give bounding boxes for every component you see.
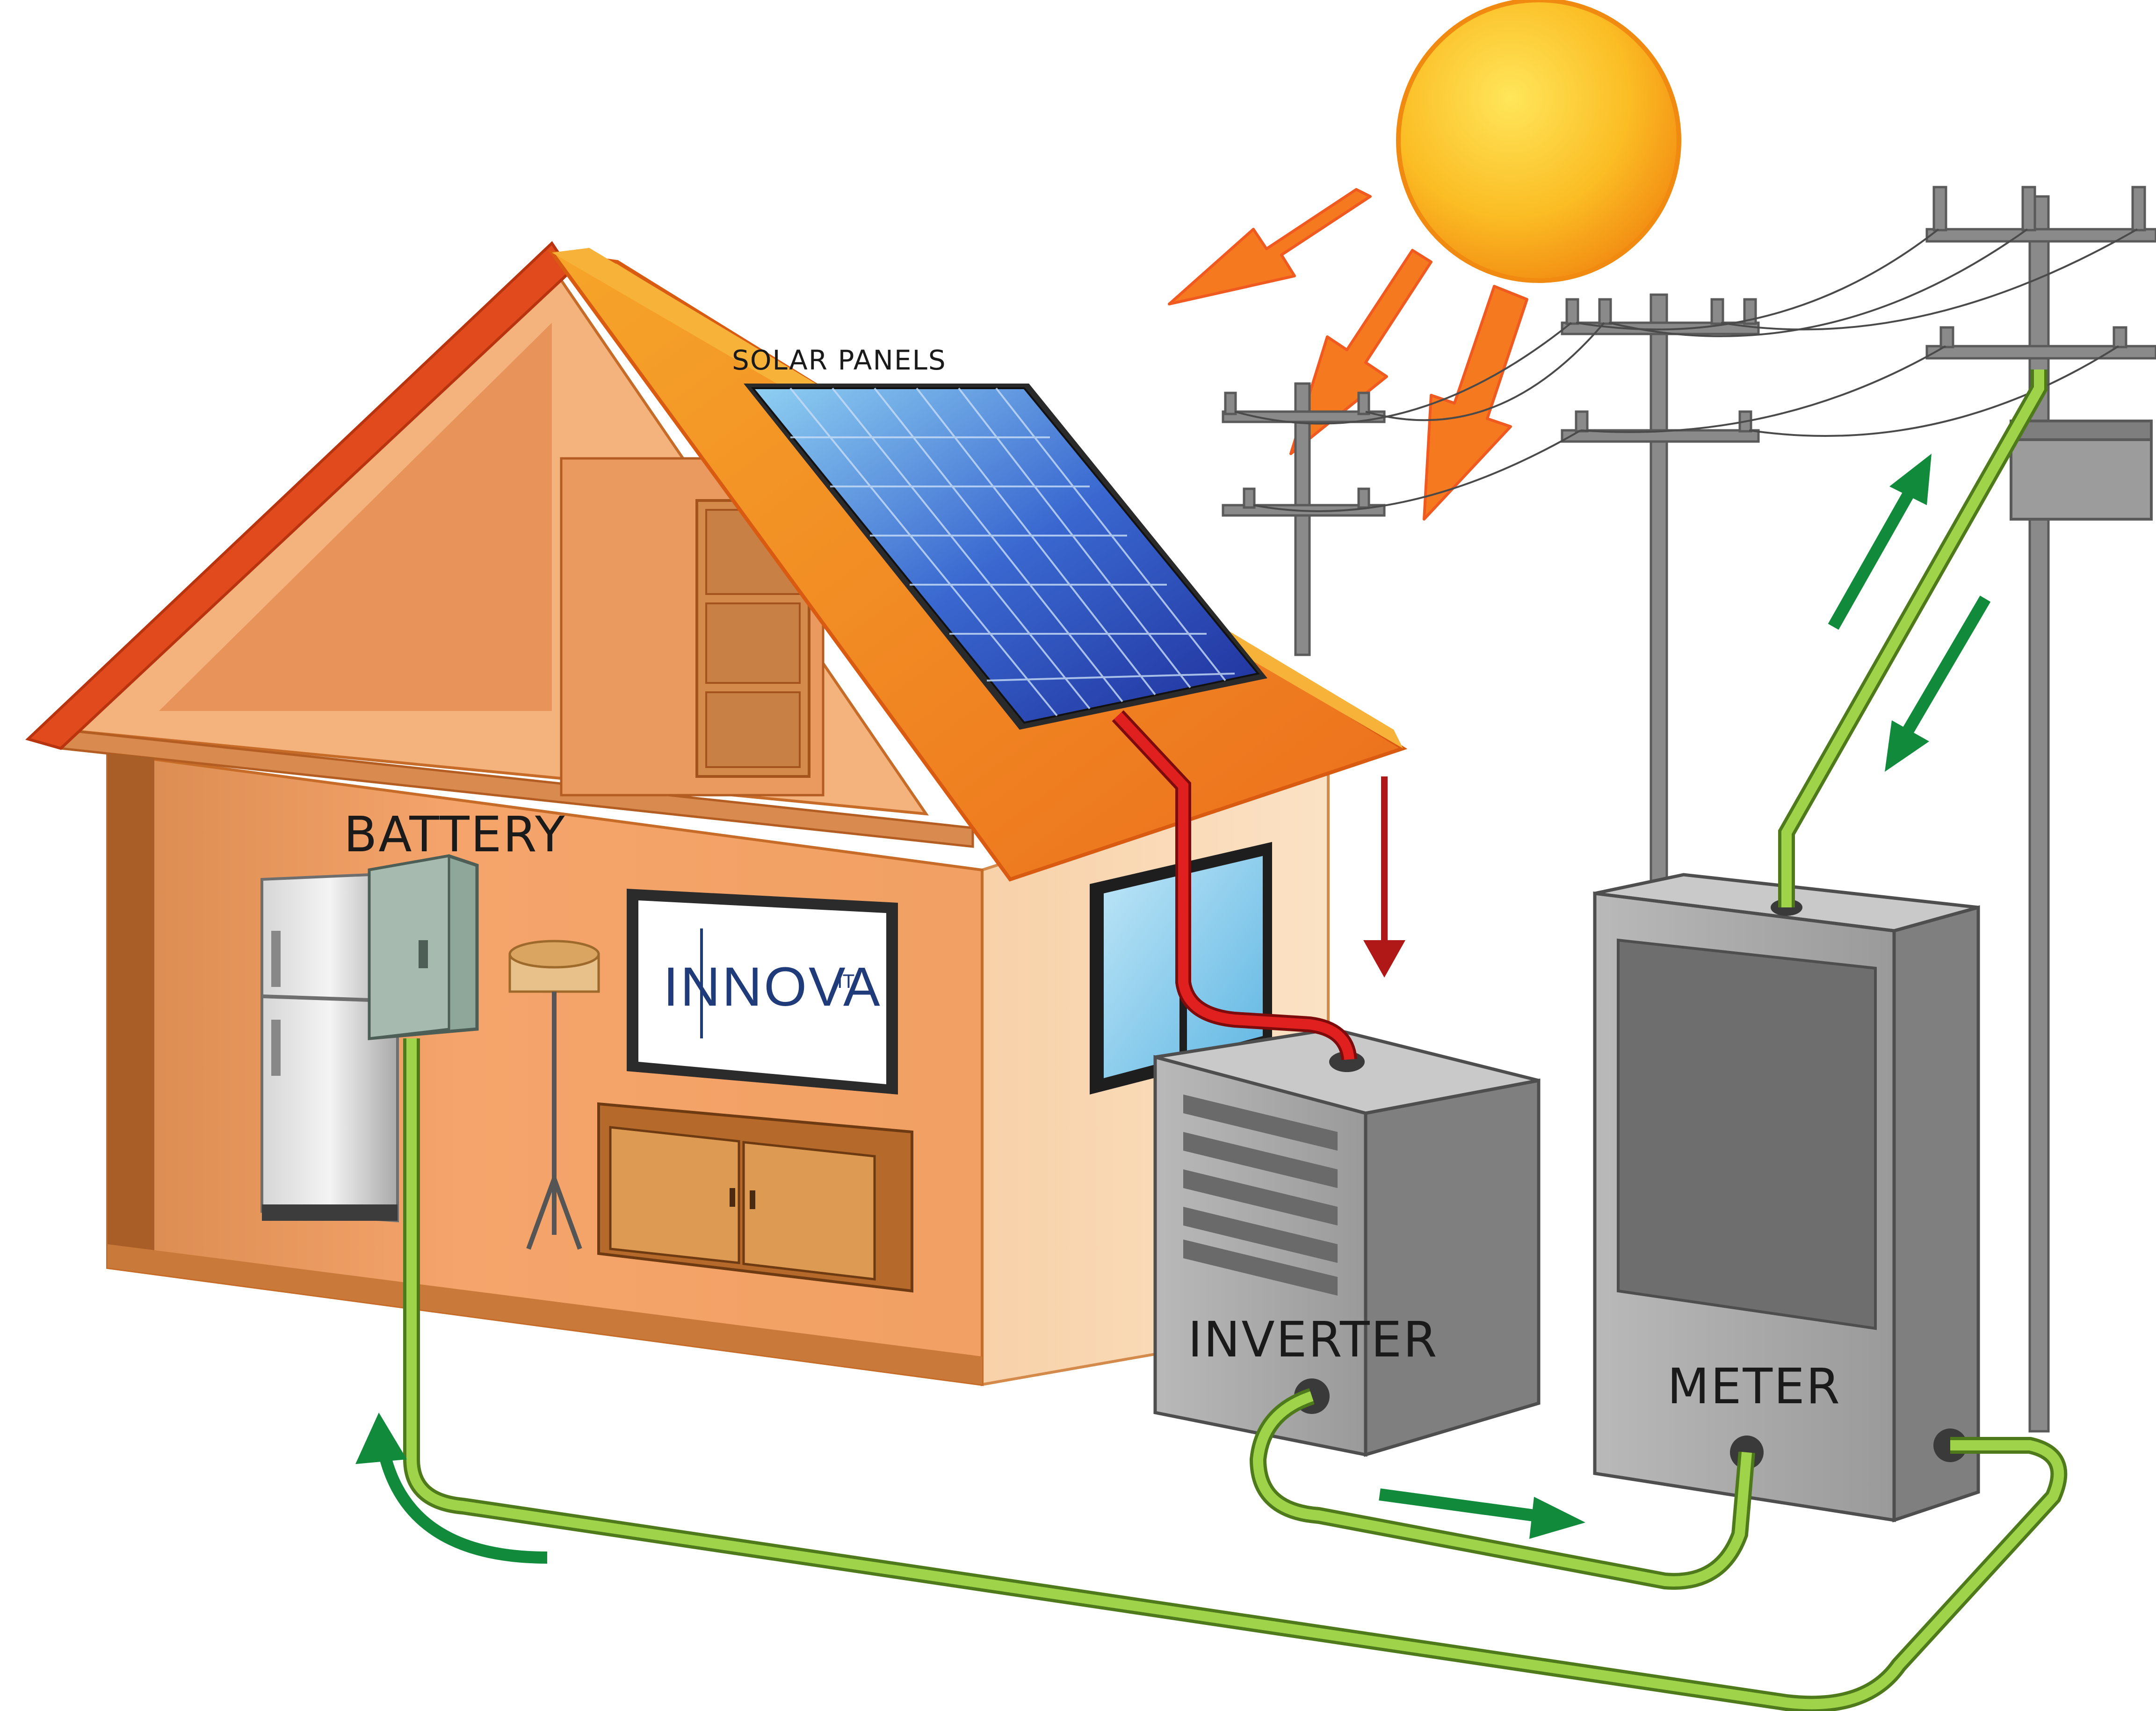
solar-panels-label: SOLAR PANELS xyxy=(732,344,947,376)
dc-cable xyxy=(1112,710,1357,1061)
sun-icon xyxy=(1396,0,1681,283)
tv-icon: INNOVA IT xyxy=(627,889,898,1095)
inverter-vent xyxy=(1183,1095,1338,1296)
power-pole-icon xyxy=(1222,382,1386,656)
sun-ray-arrow-right xyxy=(1423,285,1528,521)
grid-import-arrow xyxy=(1885,595,1991,772)
cabinet-icon xyxy=(597,1102,913,1293)
solar-panel xyxy=(744,384,1267,730)
meter-label: METER xyxy=(1667,1358,1841,1415)
power-pole-icon xyxy=(1561,293,1760,885)
inverter-to-meter-arrow xyxy=(1379,1488,1585,1539)
battery-box xyxy=(368,854,479,1040)
tv-logo: INNOVA IT xyxy=(663,956,882,1018)
grid-export-arrow xyxy=(1828,454,1932,630)
transformer-icon xyxy=(2010,420,2153,521)
power-lines xyxy=(1234,228,2138,512)
inverter-box xyxy=(1153,1027,1541,1457)
sun-ray-arrows xyxy=(1168,188,1528,521)
return-to-house-arrow xyxy=(355,1413,548,1564)
flow-arrows xyxy=(355,454,1991,1564)
sun-ray-arrow-left xyxy=(1168,188,1372,305)
tv-logo-brand: INNOVA xyxy=(663,956,882,1018)
tv-logo-superscript: IT xyxy=(837,970,854,992)
meter-box xyxy=(1593,873,1980,1522)
meter-display xyxy=(1617,938,1877,1330)
ac-cables xyxy=(403,370,2068,1711)
floor-lamp-icon xyxy=(508,940,600,1250)
inverter-label: INVERTER xyxy=(1188,1311,1439,1368)
dc-flow-arrow xyxy=(1363,776,1405,978)
battery-label: BATTERY xyxy=(344,806,566,863)
